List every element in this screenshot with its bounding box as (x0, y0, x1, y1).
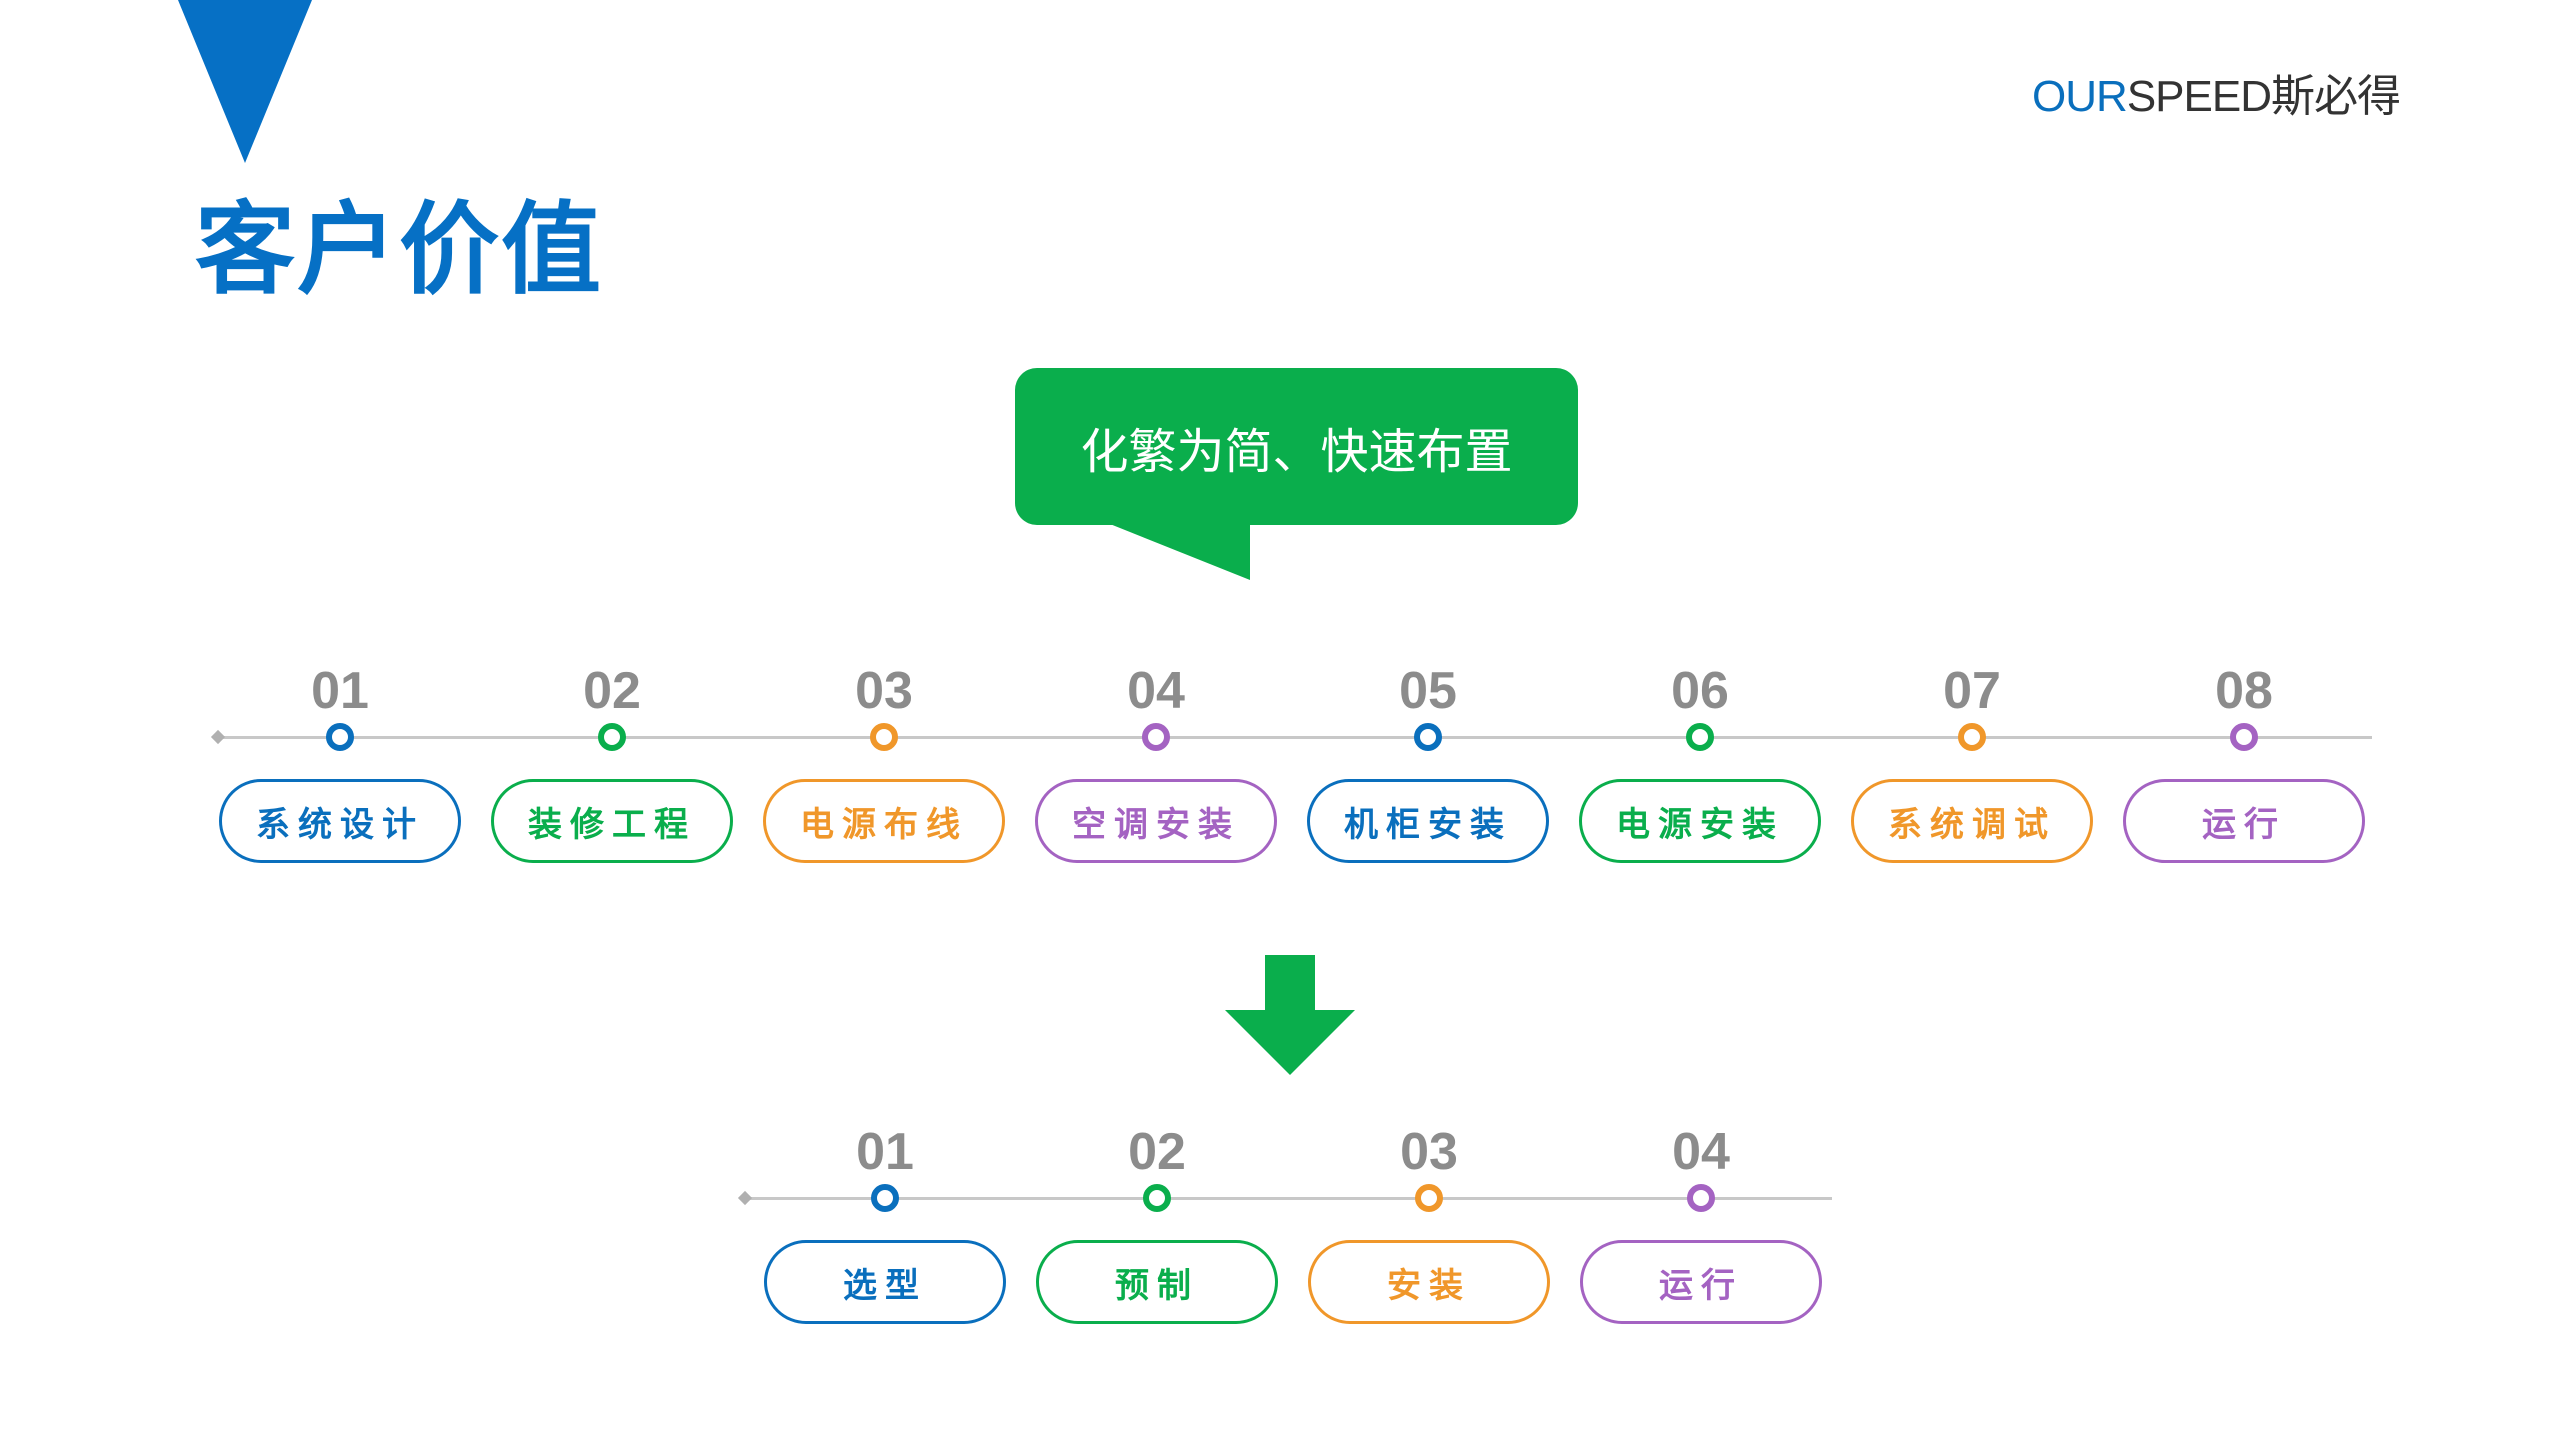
step-number: 07 (1943, 662, 2001, 720)
step-number: 06 (1671, 662, 1729, 720)
step-number: 03 (1400, 1123, 1458, 1181)
step-label: 运行 (2202, 804, 2286, 845)
step-dot (326, 723, 354, 751)
step-label: 系统调试 (1888, 804, 2056, 845)
step-number: 03 (855, 662, 913, 720)
step-dot (1686, 723, 1714, 751)
step-dot (1687, 1184, 1715, 1212)
step-number: 08 (2215, 662, 2273, 720)
step-pill: 安装 (1308, 1240, 1550, 1324)
step-number: 04 (1127, 662, 1185, 720)
step-number: 05 (1399, 662, 1457, 720)
step-dot (1143, 1184, 1171, 1212)
step-dot (1958, 723, 1986, 751)
step-pill: 运行 (2123, 779, 2365, 863)
step-pill: 选型 (764, 1240, 1006, 1324)
step-label: 机柜安装 (1344, 804, 1512, 845)
step-label: 安装 (1387, 1265, 1471, 1306)
step-number: 04 (1672, 1123, 1730, 1181)
step-label: 电源安装 (1616, 804, 1784, 845)
step-number: 02 (1128, 1123, 1186, 1181)
brand-accent: OUR (2032, 72, 2128, 121)
step-label: 选型 (843, 1265, 927, 1306)
step-dot (870, 723, 898, 751)
step-number: 01 (856, 1123, 914, 1181)
step-label: 电源布线 (800, 804, 968, 845)
step-dot (1415, 1184, 1443, 1212)
step-dot (1142, 723, 1170, 751)
step-pill: 空调安装 (1035, 779, 1277, 863)
timeline-line (745, 1197, 1832, 1200)
step-number: 02 (583, 662, 641, 720)
step-label: 运行 (1659, 1265, 1743, 1306)
step-number: 01 (311, 662, 369, 720)
step-pill: 机柜安装 (1307, 779, 1549, 863)
step-label: 系统设计 (256, 804, 424, 845)
step-label: 预制 (1115, 1265, 1199, 1306)
step-dot (1414, 723, 1442, 751)
step-label: 装修工程 (528, 804, 696, 845)
step-pill: 系统设计 (219, 779, 461, 863)
brand-logo: OURSPEED斯必得 (2032, 60, 2401, 124)
corner-triangle-decoration (178, 0, 312, 163)
step-pill: 预制 (1036, 1240, 1278, 1324)
callout-bubble: 化繁为简、快速布置 (1015, 368, 1578, 525)
step-pill: 电源安装 (1579, 779, 1821, 863)
step-label: 空调安装 (1072, 804, 1240, 845)
step-dot (598, 723, 626, 751)
step-pill: 系统调试 (1851, 779, 2093, 863)
step-dot (871, 1184, 899, 1212)
callout-text: 化繁为简、快速布置 (1080, 423, 1513, 480)
page-title: 客户价值 (195, 191, 603, 308)
timeline-line (218, 736, 2372, 739)
step-pill: 装修工程 (491, 779, 733, 863)
step-pill: 运行 (1580, 1240, 1822, 1324)
step-dot (2230, 723, 2258, 751)
down-arrow-icon (1225, 955, 1355, 1075)
timeline-start-marker (737, 1190, 753, 1206)
brand-name: SPEED斯必得 (2126, 72, 2401, 121)
step-pill: 电源布线 (763, 779, 1005, 863)
